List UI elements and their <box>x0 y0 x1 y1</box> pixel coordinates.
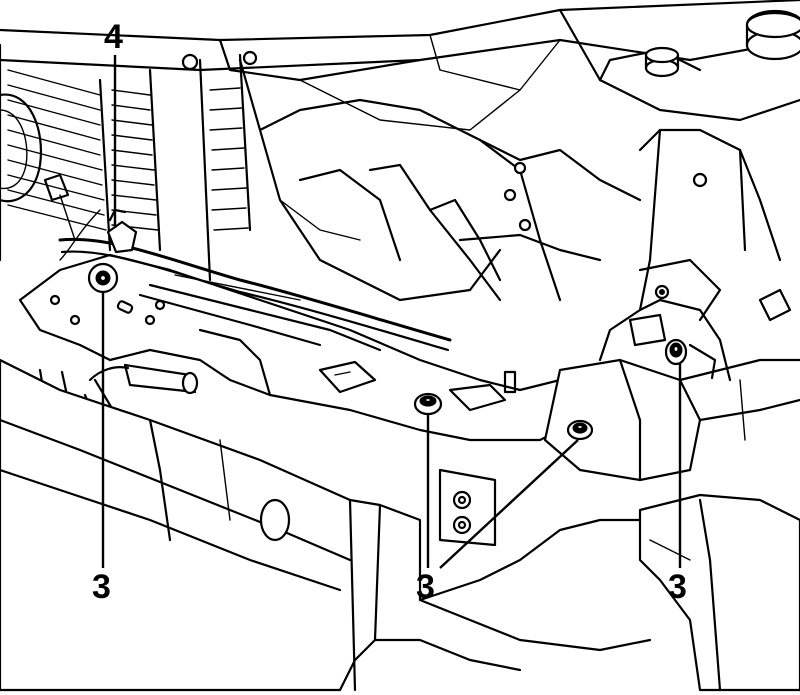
callout-label-3-right: 3 <box>668 568 687 606</box>
callout-label-3-left: 3 <box>92 568 111 606</box>
radiator-fins <box>0 43 252 282</box>
leader-line-3-center-b <box>439 439 579 569</box>
right-mount-bracket <box>543 258 800 482</box>
upper-body-panels <box>0 0 800 131</box>
callout-label-3-center: 3 <box>416 568 435 606</box>
callout-labels: 4 3 3 3 <box>92 18 687 606</box>
callout-label-4: 4 <box>104 18 123 56</box>
leader-lines <box>101 55 682 569</box>
strut-tower <box>238 58 782 312</box>
